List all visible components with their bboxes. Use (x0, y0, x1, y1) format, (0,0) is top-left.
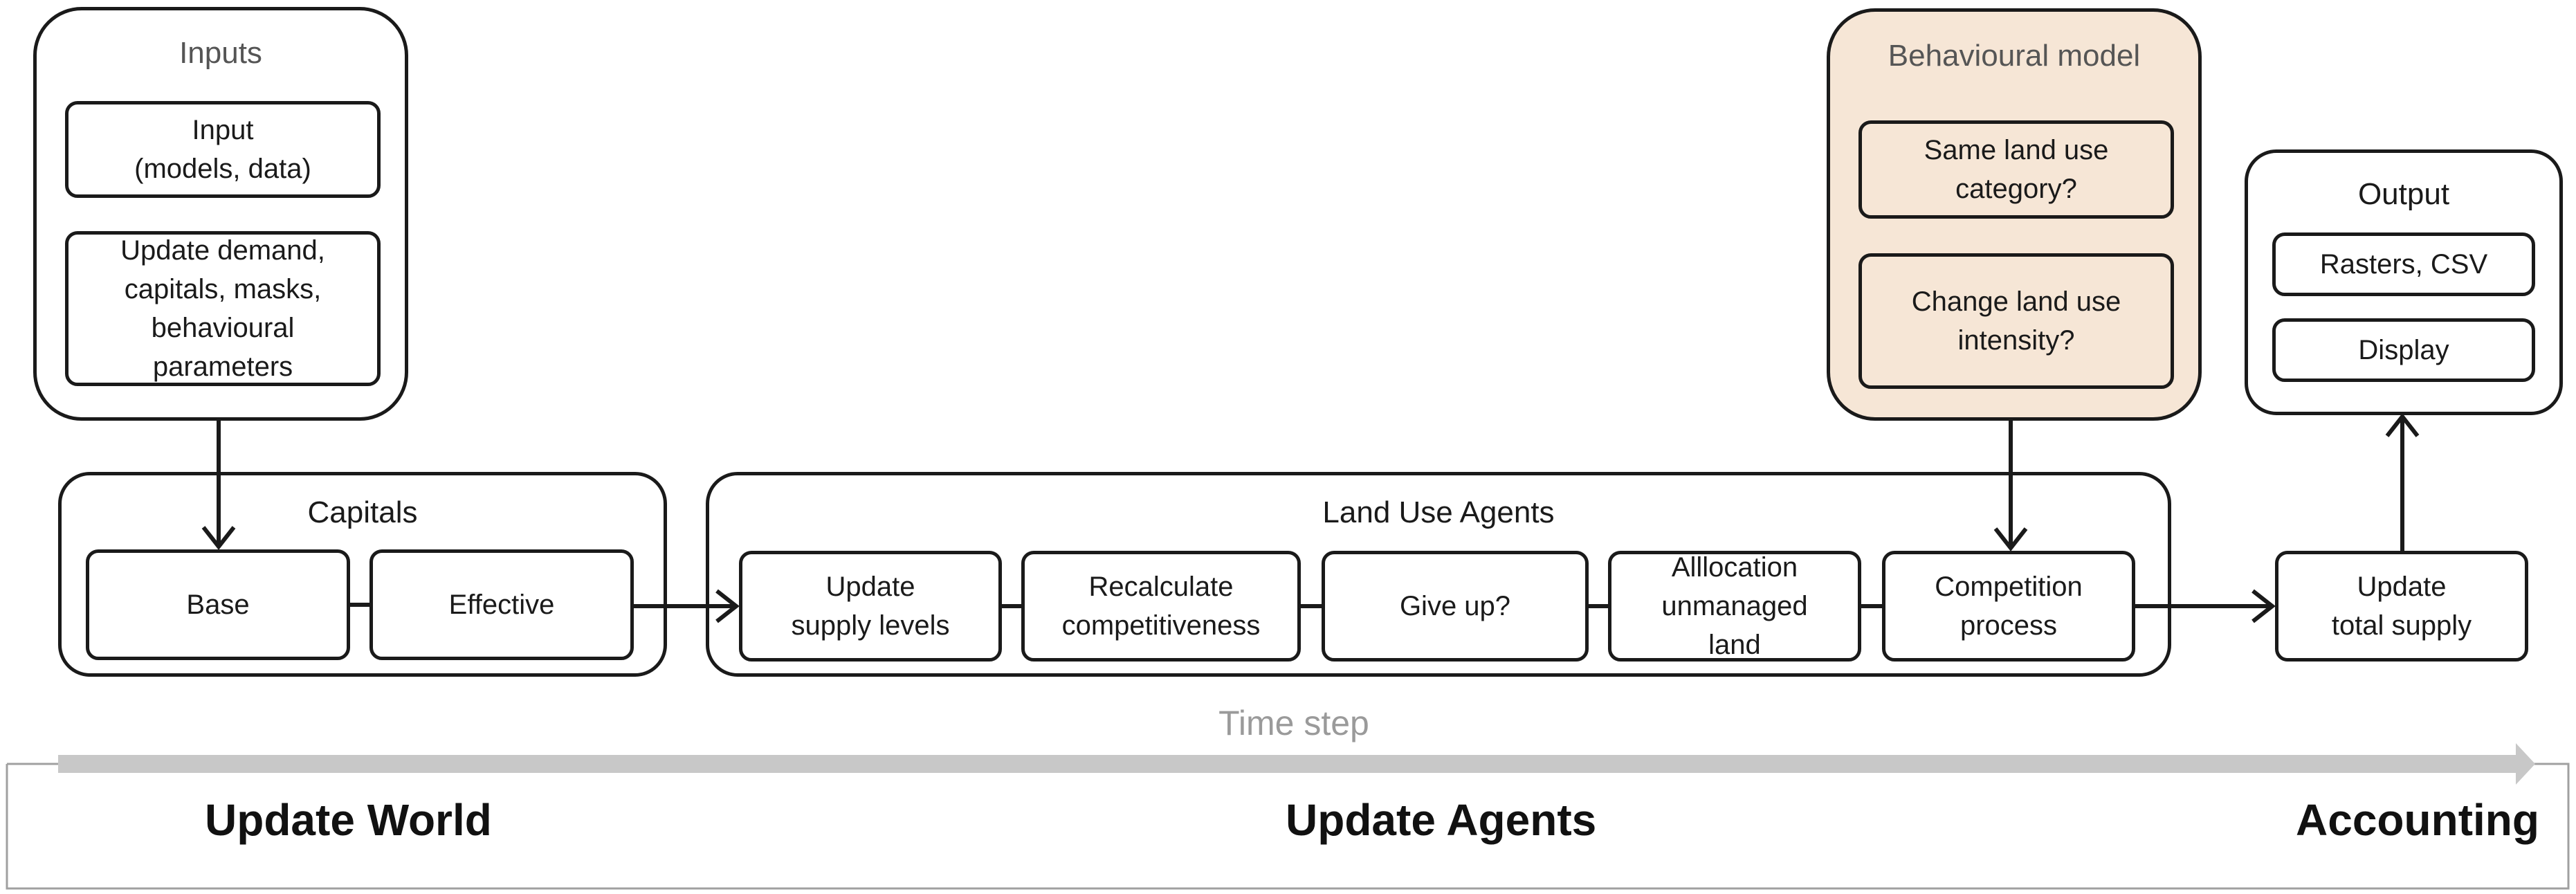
timeline-frame (6, 763, 2570, 890)
same-land-use-box: Same land use category? (1858, 120, 2174, 219)
display-box: Display (2272, 318, 2535, 382)
change-intensity-box: Change land use intensity? (1858, 253, 2174, 389)
output-title: Output (2357, 177, 2450, 211)
input-models-data-box: Input (models, data) (65, 101, 381, 198)
recalculate-competitiveness-box: Recalculate competitiveness (1021, 551, 1301, 662)
time-step-label: Time step (1218, 704, 1369, 742)
rasters-csv-box: Rasters, CSV (2272, 232, 2535, 296)
give-up-box: Give up? (1322, 551, 1589, 662)
land-use-agents-title: Land Use Agents (1322, 495, 1555, 529)
base-box: Base (86, 549, 350, 660)
allocation-unmanaged-land-box: Alllocation unmanaged land (1608, 551, 1861, 662)
capitals-title: Capitals (307, 495, 418, 529)
accounting-label: Accounting (2296, 795, 2539, 845)
update-agents-label: Update Agents (1286, 795, 1597, 845)
update-demand-box: Update demand, capitals, masks, behaviou… (65, 231, 381, 386)
update-total-supply-box: Update total supply (2275, 551, 2528, 662)
competition-process-box: Competition process (1882, 551, 2135, 662)
inputs-title: Inputs (179, 36, 262, 70)
time-step-arrow-bar (58, 755, 2524, 773)
update-world-label: Update World (205, 795, 492, 845)
behavioural-model-title: Behavioural model (1888, 39, 2141, 73)
effective-box: Effective (369, 549, 634, 660)
update-supply-levels-box: Update supply levels (739, 551, 1002, 662)
time-step-arrow-head (2516, 743, 2535, 785)
